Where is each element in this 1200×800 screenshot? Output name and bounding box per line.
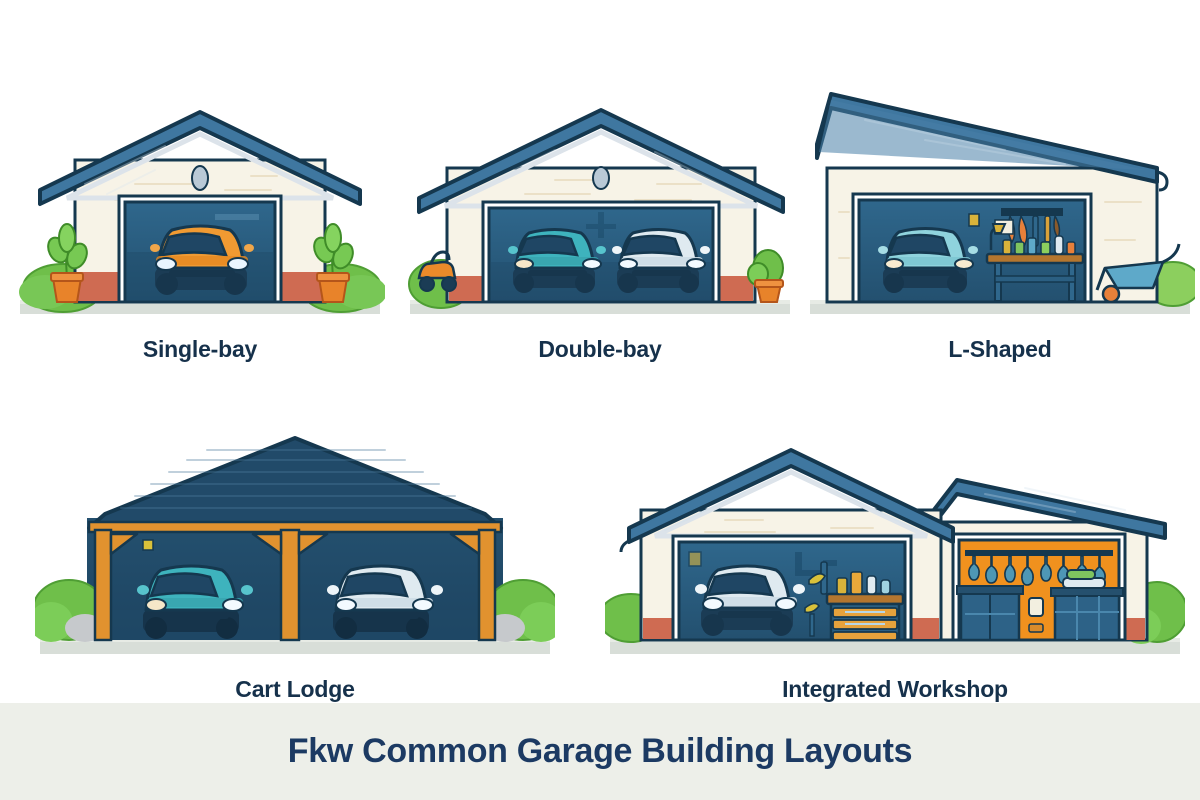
wall-sticker: [968, 213, 980, 227]
car-orange: [150, 224, 254, 295]
wall-sticker: [142, 539, 154, 551]
roof: [417, 108, 785, 214]
car-white: [612, 228, 710, 293]
l-shaped-illustration: [810, 92, 1195, 314]
headlight-left: [514, 258, 534, 270]
single-bay-illustration: [19, 110, 385, 314]
timber-brace-4: [449, 532, 481, 556]
interior-marks: [688, 551, 837, 576]
ride-on-toy: [417, 250, 457, 292]
roof-lines: [84, 145, 166, 195]
car-teal: [137, 564, 253, 639]
workshop-cabinet-left: [956, 585, 1024, 642]
headlight-right: [954, 258, 974, 270]
wing-roof-lines: [984, 487, 1126, 513]
layout-card-double-bay[interactable]: Double-bay: [400, 72, 800, 363]
car-white: [695, 564, 805, 636]
caption-l-shaped: L-Shaped: [948, 336, 1052, 362]
double-bay-illustration: [408, 108, 790, 314]
wheelbarrow: [1095, 243, 1181, 304]
tool-chest: [804, 561, 905, 642]
caption-integrated-workshop: Integrated Workshop: [782, 676, 1008, 702]
workshop-cabinet-right: [1050, 569, 1124, 642]
caption-double-bay: Double-bay: [538, 336, 662, 362]
headlight-left: [884, 258, 904, 270]
roof-lines: [864, 119, 1066, 165]
roof: [627, 448, 955, 544]
headlight-left: [618, 258, 638, 270]
layout-grid: Single-bay: [0, 8, 1200, 703]
workshop-wall-tag: [1028, 623, 1044, 633]
brick-base-right: [911, 618, 939, 639]
roof-planks: [120, 449, 472, 509]
workbench: [985, 223, 1085, 302]
layout-row-top: Single-bay: [0, 8, 1200, 363]
headlight-left: [155, 257, 177, 271]
timber-brace-2: [251, 532, 283, 556]
layout-card-single-bay[interactable]: Single-bay: [0, 72, 400, 363]
caption-single-bay: Single-bay: [142, 336, 258, 362]
downpipe: [1156, 170, 1169, 192]
car-pale-teal: [878, 227, 978, 293]
timber-post-2: [279, 528, 301, 642]
brick-base-right: [719, 276, 753, 301]
potted-plant-right: [747, 249, 784, 303]
headlight-left: [702, 597, 724, 611]
headlight-right: [775, 597, 797, 611]
headlight-left: [335, 598, 357, 612]
caption-cart-lodge: Cart Lodge: [235, 676, 355, 702]
layout-card-integrated-workshop[interactable]: Integrated Workshop: [590, 422, 1200, 703]
roof-face: [819, 100, 1145, 170]
layout-row-bottom: Cart Lodge: [0, 363, 1200, 703]
roof: [38, 110, 362, 206]
chest-drawer-3: [832, 631, 898, 641]
car-teal: [508, 228, 606, 293]
headlight-right: [582, 258, 602, 270]
roof-lines: [664, 491, 918, 531]
headlight-left: [145, 598, 167, 612]
brick-base-left: [643, 618, 673, 639]
timber-brace-3: [297, 532, 329, 556]
integrated-workshop-illustration: [605, 448, 1185, 654]
headlight-right: [227, 257, 249, 271]
shelf-item-2: [1066, 569, 1096, 580]
facade-texture: [838, 201, 1142, 259]
timber-post-3: [477, 528, 497, 642]
potted-plant-right: [313, 223, 354, 303]
timber-brace-1: [109, 532, 139, 556]
headlight-right: [686, 258, 706, 270]
layout-card-cart-lodge[interactable]: Cart Lodge: [0, 422, 590, 703]
car-white: [327, 564, 443, 639]
roof-lines: [464, 149, 736, 195]
gable-vent: [592, 166, 610, 190]
gable-vent: [191, 165, 209, 191]
headlight-right: [412, 598, 434, 612]
workshop-wall-panel: [1028, 597, 1044, 617]
downpipe: [619, 538, 632, 553]
footer-title: Fkw Common Garage Building Layouts: [287, 732, 913, 770]
timber-post-1: [93, 528, 113, 642]
potted-plant-left: [47, 223, 88, 303]
cart-lodge-illustration: [35, 436, 555, 654]
headlight-right: [222, 598, 244, 612]
layout-card-l-shaped[interactable]: L-Shaped: [800, 72, 1200, 363]
footer-band: Fkw Common Garage Building Layouts: [0, 703, 1200, 800]
